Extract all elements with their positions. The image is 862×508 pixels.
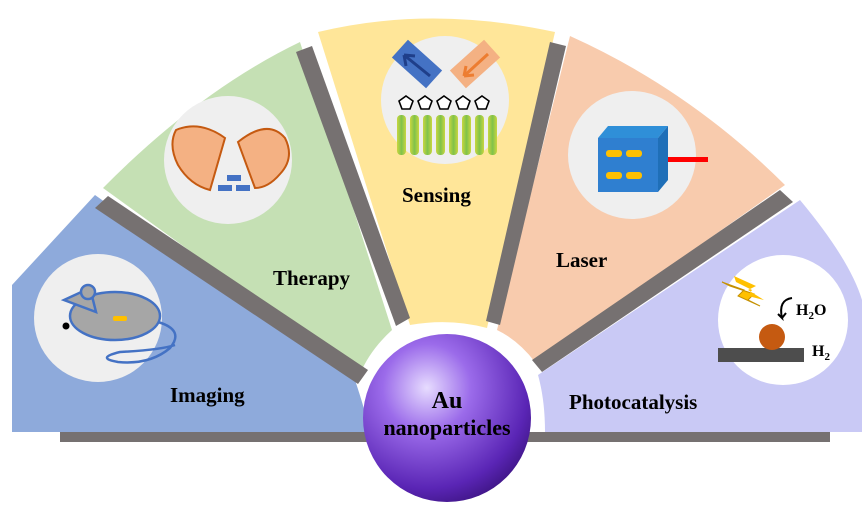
sector-dividers bbox=[95, 42, 793, 384]
divider-3 bbox=[486, 42, 566, 325]
photocatalysis-icon bbox=[718, 255, 848, 385]
divider-2 bbox=[296, 46, 410, 326]
divider-4 bbox=[532, 190, 793, 372]
au-nanoparticle-sphere bbox=[363, 334, 531, 502]
center-label-line2: nanoparticles bbox=[383, 415, 511, 440]
divider-1 bbox=[95, 196, 368, 384]
label-sensing: Sensing bbox=[402, 183, 471, 207]
sensing-icon bbox=[381, 36, 509, 164]
label-therapy: Therapy bbox=[273, 266, 351, 290]
laser-icon bbox=[568, 91, 708, 219]
imaging-icon bbox=[34, 254, 177, 382]
label-photocatalysis: Photocatalysis bbox=[569, 390, 697, 414]
center-label-line1: Au bbox=[432, 388, 463, 414]
label-laser: Laser bbox=[556, 248, 607, 272]
label-h2o: H2O bbox=[796, 302, 826, 322]
therapy-icon bbox=[164, 96, 292, 224]
label-imaging: Imaging bbox=[170, 383, 245, 407]
